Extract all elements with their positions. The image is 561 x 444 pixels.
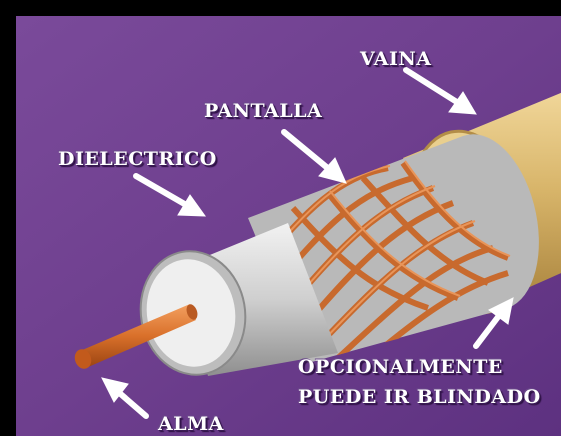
label-blindado-line1: OPCIONALMENTE [298,356,503,378]
arrow-to-vaina [403,67,477,115]
copper-core-alma [74,304,198,369]
label-alma: ALMA [158,413,224,435]
arrow-to-alma [101,377,149,419]
coaxial-cable-diagram [16,16,561,436]
arrow-to-pantalla [281,129,347,184]
arrow-to-dielectrico [133,173,206,217]
label-blindado-line2: PUEDE IR BLINDADO [298,386,541,408]
arrow-to-blindado [473,297,514,349]
label-dielectrico: DIELECTRICO [58,148,217,170]
label-pantalla: PANTALLA [204,100,323,122]
label-vaina: VAINA [360,48,432,70]
